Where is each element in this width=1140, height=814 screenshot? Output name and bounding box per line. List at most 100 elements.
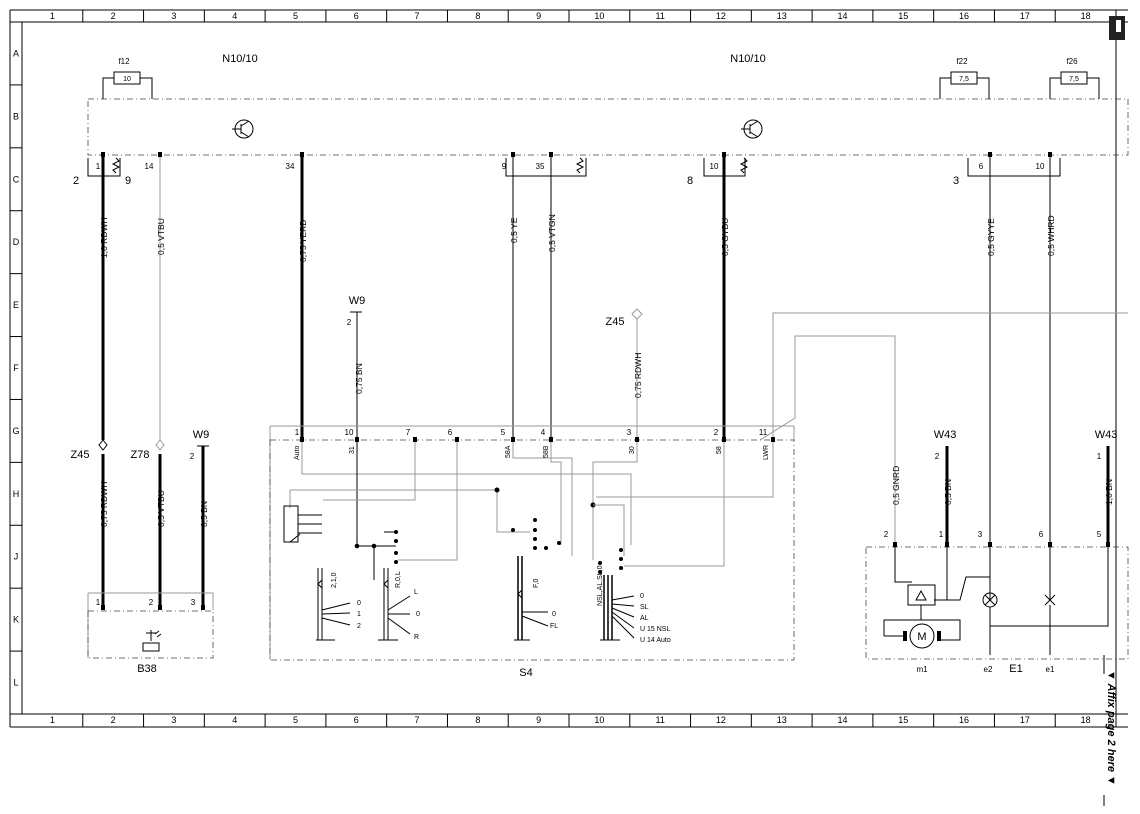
wire-label: 0,5 YE — [509, 217, 519, 243]
grid-row-letter: D — [13, 237, 20, 247]
grid-column-number: 1 — [50, 11, 55, 21]
pin-number: 10 — [710, 162, 719, 171]
grid-column-number: 18 — [1081, 11, 1091, 21]
switch-position: AL — [640, 615, 649, 622]
splice-label: Z45 — [606, 316, 625, 328]
rotary-switch-d: NSL,AL,SL,0 0 SL AL U 15 NSL U 14 Auto — [597, 565, 671, 644]
terminal-label: LWR — [763, 445, 770, 460]
grid-column-number: 9 — [536, 11, 541, 21]
grid-row-letter: B — [13, 111, 19, 121]
grid-row-letter: E — [13, 300, 19, 310]
grid-row-letter: K — [13, 615, 19, 625]
connector-pin-marker — [945, 542, 949, 547]
fuse-name: f26 — [1066, 57, 1078, 66]
connector-number: 2 — [73, 175, 79, 187]
grid-column-number: 5 — [293, 715, 298, 725]
switch-position: SL — [640, 604, 649, 611]
grid-column-number: 11 — [655, 11, 664, 21]
switch-position: L — [414, 589, 418, 596]
connector-pin-marker — [988, 152, 992, 157]
transistor-symbol — [232, 119, 254, 139]
connector-pin-marker — [300, 437, 304, 442]
wire-label: 0,5 WHRD — [1046, 215, 1056, 256]
pin-number: 1 — [96, 162, 101, 171]
pin-number: 14 — [145, 162, 154, 171]
grid-column-number: 10 — [594, 715, 604, 725]
component-label: S4 — [519, 667, 532, 679]
module-label-left: N10/10 — [222, 53, 257, 65]
grid-column-number: 15 — [898, 11, 908, 21]
connector-number: 3 — [953, 175, 959, 187]
grid-column-number: 1 — [50, 715, 55, 725]
switch-position: U 15 NSL — [640, 626, 670, 633]
terminal-label: 30 — [629, 446, 636, 454]
grid-column-number: 7 — [415, 11, 420, 21]
grid-column-number: 2 — [111, 11, 116, 21]
connector-pin-marker — [771, 437, 775, 442]
lamp-icon — [1044, 594, 1056, 606]
grid-row-letter: A — [13, 48, 19, 58]
wire-label: 0,5 VTBU — [156, 490, 166, 527]
b38-sensor: 1 2 3 B38 — [87, 592, 214, 675]
grid-column-number: 3 — [171, 11, 176, 21]
grid-column-number: 4 — [232, 715, 237, 725]
ground-label: W9 — [193, 429, 210, 441]
grid-column-number: 8 — [475, 715, 480, 725]
grid-column-number: 16 — [959, 715, 969, 725]
connector-number: 8 — [687, 175, 693, 187]
pin-number: 2 — [149, 598, 154, 607]
grid-column-number: 14 — [837, 11, 847, 21]
fuse-f26: f26 7,5 — [1049, 57, 1100, 99]
connector-pin-marker — [722, 152, 726, 157]
contact-dots — [354, 518, 623, 574]
grid-column-number: 8 — [475, 11, 480, 21]
pin-number: 6 — [448, 428, 453, 437]
part-label: e2 — [984, 665, 993, 674]
fuse-rating: 10 — [123, 76, 131, 83]
connector-pin-marker — [635, 437, 639, 442]
grid-row-letter: H — [13, 489, 20, 499]
part-label: m1 — [916, 665, 928, 674]
grid-column-number: 13 — [777, 715, 787, 725]
pin-number: 4 — [541, 428, 546, 437]
grid-column-number: 13 — [777, 11, 787, 21]
connector-pin-marker — [511, 152, 515, 157]
grid-column-number: 7 — [415, 715, 420, 725]
connector-pin-marker — [101, 605, 105, 610]
connector-pin-marker — [511, 437, 515, 442]
grid-row-letter: L — [13, 678, 18, 688]
pin-number: 11 — [759, 428, 768, 437]
switch-label: R,0,L — [395, 571, 402, 588]
pin-number: 3 — [627, 428, 632, 437]
grid-column-number: 6 — [354, 715, 359, 725]
wire-label: 0,75 RDWH — [633, 353, 643, 398]
ground-label: W9 — [349, 295, 366, 307]
grid-row-letter: J — [14, 552, 19, 562]
ground-pin: 2 — [935, 452, 940, 461]
grid-row-letter: F — [13, 363, 19, 373]
grid-column-number: 15 — [898, 715, 908, 725]
grid-column-number: 9 — [536, 715, 541, 725]
grid-column-number: 3 — [171, 715, 176, 725]
grid-column-number: 17 — [1020, 11, 1030, 21]
pin-markers — [101, 152, 1110, 610]
fuse-f12: f12 10 — [102, 57, 153, 99]
pin-number: 3 — [978, 530, 983, 539]
fuse-name: f22 — [956, 57, 968, 66]
switch-label: F,0 — [533, 579, 540, 588]
switch-label: 2,1,0 — [331, 572, 338, 588]
fuse-rating: 7,5 — [959, 76, 969, 83]
pin-number: 5 — [501, 428, 506, 437]
part-label: e1 — [1046, 665, 1055, 674]
motor-icon — [909, 623, 935, 649]
wire-label: 0,5 BN — [199, 501, 209, 527]
frame — [9, 9, 1128, 806]
connector-pin-marker — [988, 542, 992, 547]
transistor-symbol — [741, 119, 763, 139]
pin-number: 6 — [979, 162, 984, 171]
wire-label: 1,0 RDWH — [99, 217, 109, 258]
grid-row-letter: G — [12, 426, 19, 436]
grid-column-number: 18 — [1081, 715, 1091, 725]
